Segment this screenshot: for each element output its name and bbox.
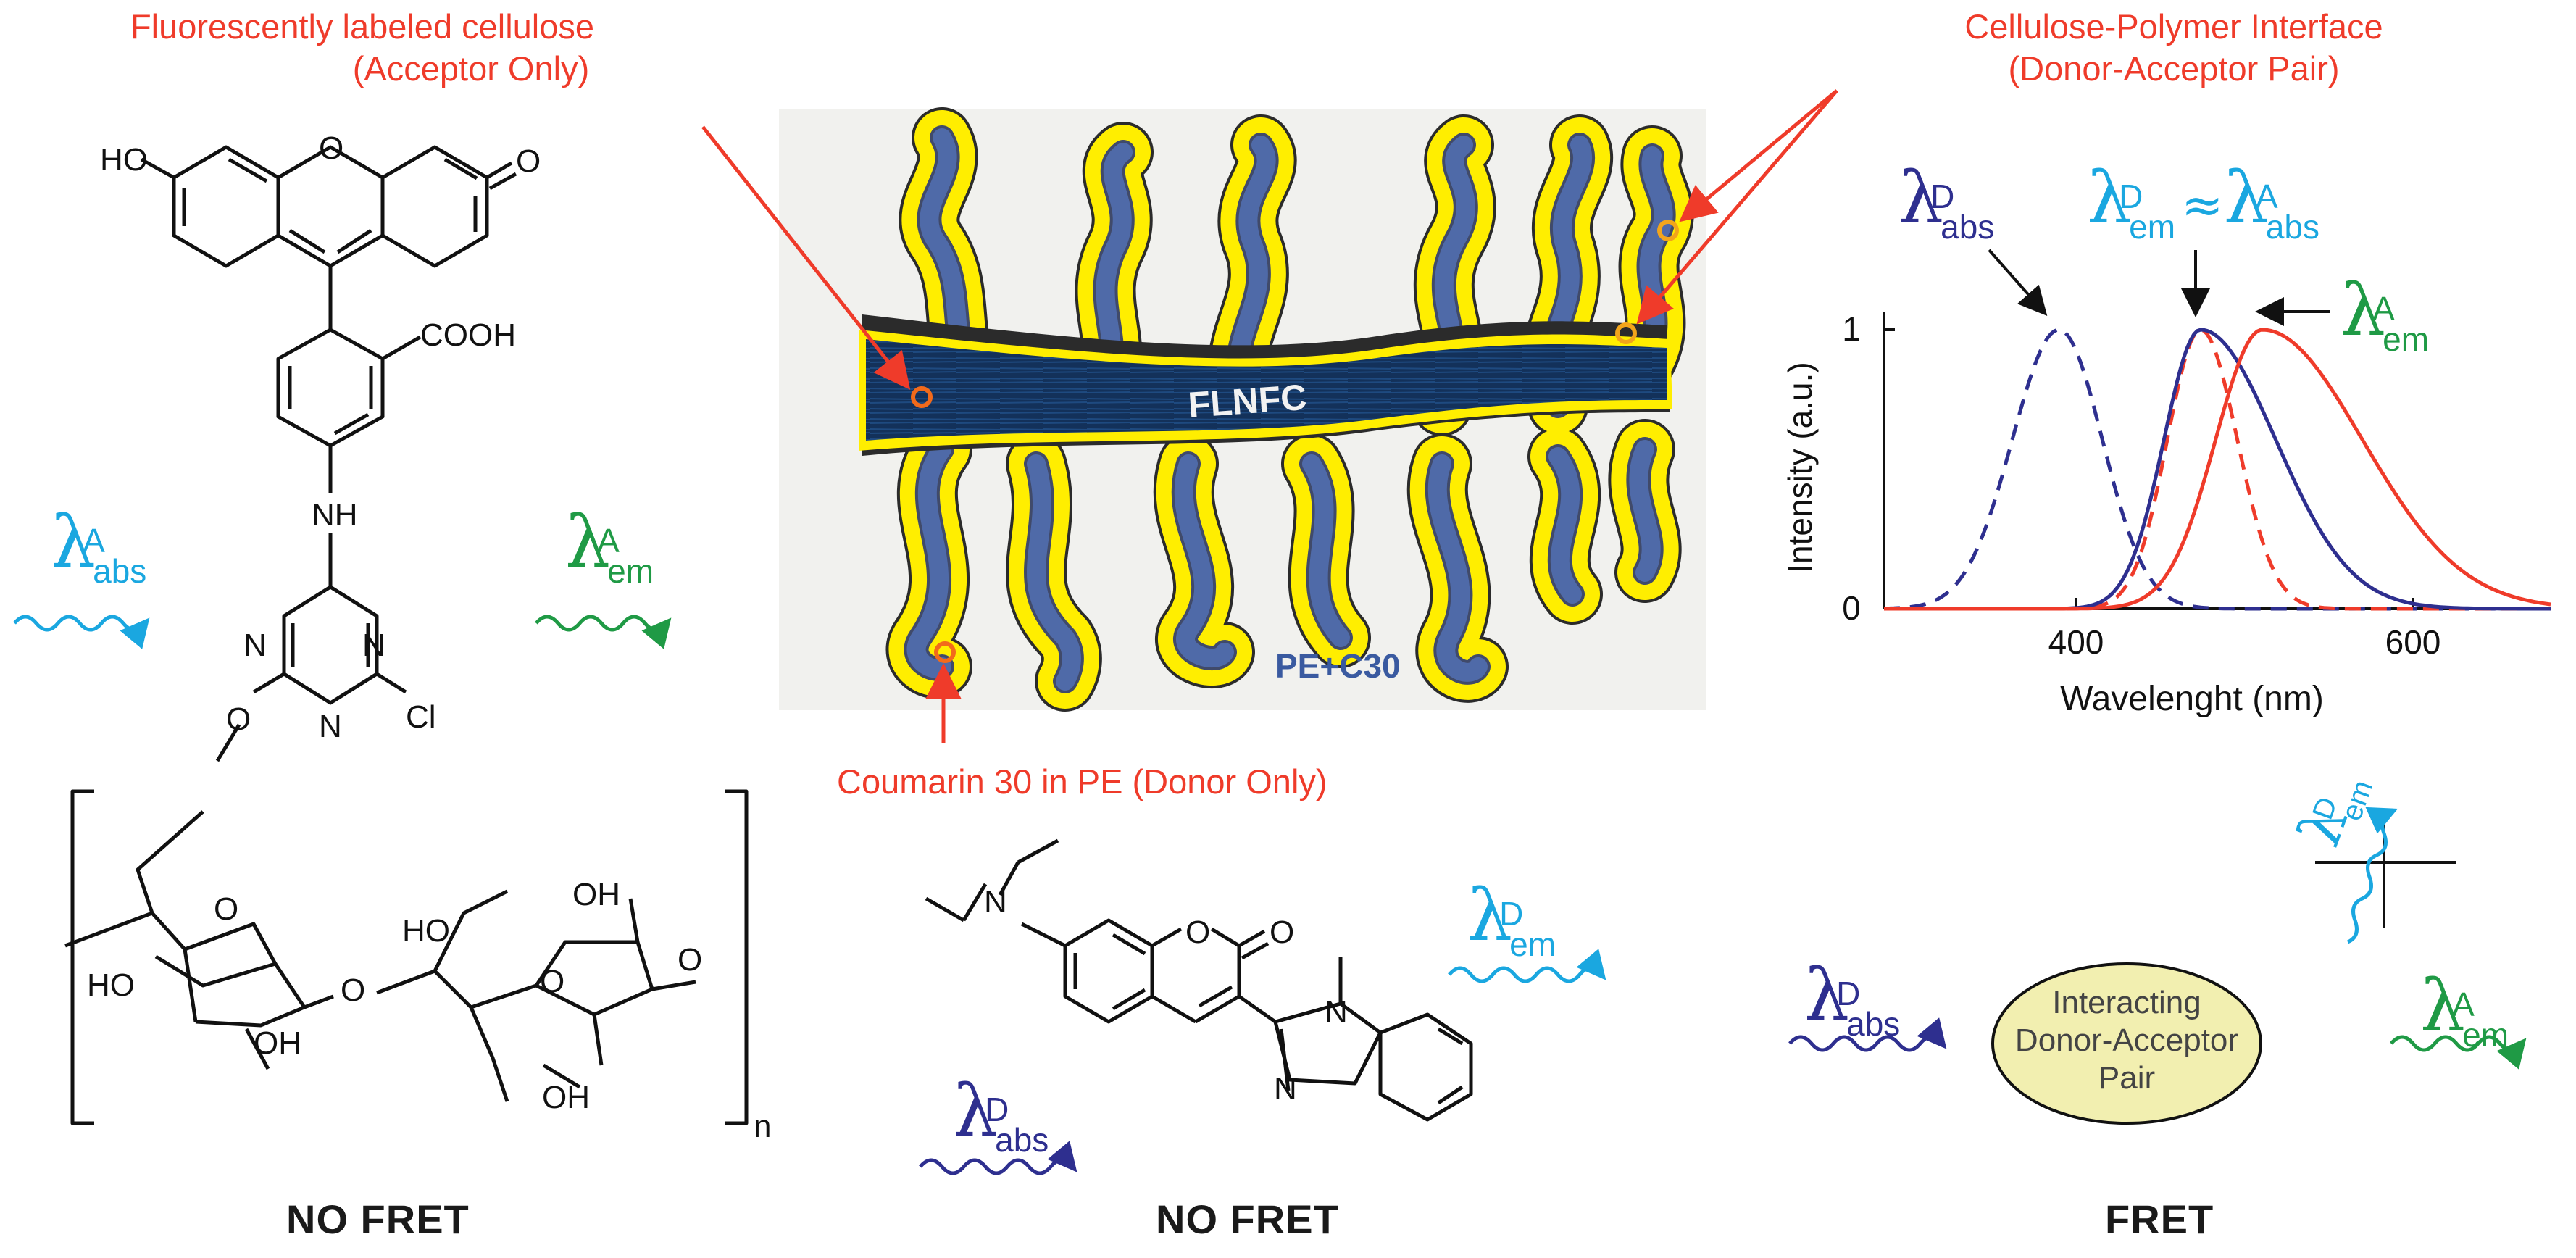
chart-series xyxy=(1883,328,2551,611)
spectra-chart: 1 0 400 600 Wavelenght (nm) Intensity (a… xyxy=(1781,249,2551,718)
flnfc-text: FLNFC xyxy=(1187,377,1308,425)
interface-label: Cellulose-Polymer Interface (Donor-Accep… xyxy=(1783,6,2565,90)
cm-ring-o: O xyxy=(1185,915,1211,950)
fl-link-o: O xyxy=(226,701,251,737)
pair-line-2: Donor-Acceptor xyxy=(2014,1022,2239,1058)
cel-bridge-o: O xyxy=(341,972,366,1008)
cm-amine-n: N xyxy=(984,884,1007,920)
pair-text: Interacting Donor-Acceptor Pair xyxy=(1996,984,2257,1097)
fl-keto-o: O xyxy=(516,143,541,179)
no-fret-middle: NO FRET xyxy=(1156,1196,1339,1242)
y-axis-label: Intensity (a.u.) xyxy=(1781,362,1819,572)
coumarin-label: Coumarin 30 in PE (Donor Only) xyxy=(837,762,1327,801)
fl-cl: Cl xyxy=(406,699,436,735)
cm-n1: N xyxy=(1325,994,1348,1030)
acceptor-label-title: Fluorescently labeled cellulose xyxy=(130,7,595,46)
acceptor-probe xyxy=(911,386,933,408)
fl-n2: N xyxy=(362,628,385,663)
wavy-right-quenched xyxy=(2346,807,2398,944)
y-tick-0: 0 xyxy=(1842,589,1861,627)
fl-ho: HO xyxy=(100,142,148,178)
spectrum-series-0 xyxy=(1883,328,2551,611)
cel-ring-o2: O xyxy=(540,964,565,999)
acceptor-label: Fluorescently labeled cellulose (Accepto… xyxy=(0,6,725,90)
fret-right: FRET xyxy=(2105,1196,2214,1242)
wavy-right-abs xyxy=(1788,1017,1947,1052)
wavy-right-em xyxy=(2390,1035,2527,1070)
cel-oh2: OH xyxy=(572,877,620,912)
fl-n1: N xyxy=(243,628,267,663)
cm-n2: N xyxy=(1274,1071,1297,1107)
interface-probe-2 xyxy=(1615,322,1637,344)
cm-keto-o: O xyxy=(1270,915,1295,950)
wavy-left-abs xyxy=(13,615,150,649)
acceptor-label-sub: (Acceptor Only) xyxy=(352,49,590,88)
fl-nh: NH xyxy=(312,497,358,533)
donor-probe xyxy=(934,641,956,663)
coumarin-structure xyxy=(925,838,1473,1122)
flnfc-label: FLNFC xyxy=(1187,377,1308,425)
pe-c30-label: PE+C30 xyxy=(1275,647,1401,685)
cel-ho1: HO xyxy=(87,967,135,1003)
cel-oh3: OH xyxy=(542,1080,590,1115)
wavy-arrows xyxy=(13,615,2527,1175)
interface-probe-1 xyxy=(1657,220,1679,241)
y-tick-1: 1 xyxy=(1842,310,1861,348)
interface-label-title: Cellulose-Polymer Interface xyxy=(1964,7,2383,46)
fl-ring-o: O xyxy=(319,130,344,166)
fl-cooh: COOH xyxy=(420,317,516,353)
interacting-pair-ellipse xyxy=(1991,962,2262,1125)
spectrum-series-2 xyxy=(1884,328,2551,611)
no-fret-left: NO FRET xyxy=(286,1196,470,1242)
pair-line-3: Pair xyxy=(2098,1060,2156,1096)
spectrum-series-3 xyxy=(1884,328,2551,611)
wavy-mid-em xyxy=(1448,949,1606,983)
pair-line-1: Interacting xyxy=(2052,985,2201,1020)
fluorescein-structure xyxy=(64,145,749,1125)
cel-end-o: O xyxy=(678,942,703,978)
pointer-arrows xyxy=(701,89,1838,743)
wavy-mid-abs xyxy=(919,1141,1077,1175)
cel-ho2: HO xyxy=(402,913,450,949)
x-tick-600: 600 xyxy=(2385,623,2441,661)
spectrum-series-1 xyxy=(1884,328,2551,611)
cellulose-fiber xyxy=(859,314,1672,456)
cel-oh1: OH xyxy=(254,1025,301,1061)
interface-label-sub: (Donor-Acceptor Pair) xyxy=(2008,49,2340,88)
fl-n3: N xyxy=(319,709,342,744)
cel-ring-o1: O xyxy=(214,891,239,927)
x-tick-400: 400 xyxy=(2048,623,2104,661)
wavy-left-em xyxy=(535,615,672,649)
x-axis-label: Wavelenght (nm) xyxy=(2060,680,2324,718)
repeat-n: n xyxy=(754,1109,772,1144)
